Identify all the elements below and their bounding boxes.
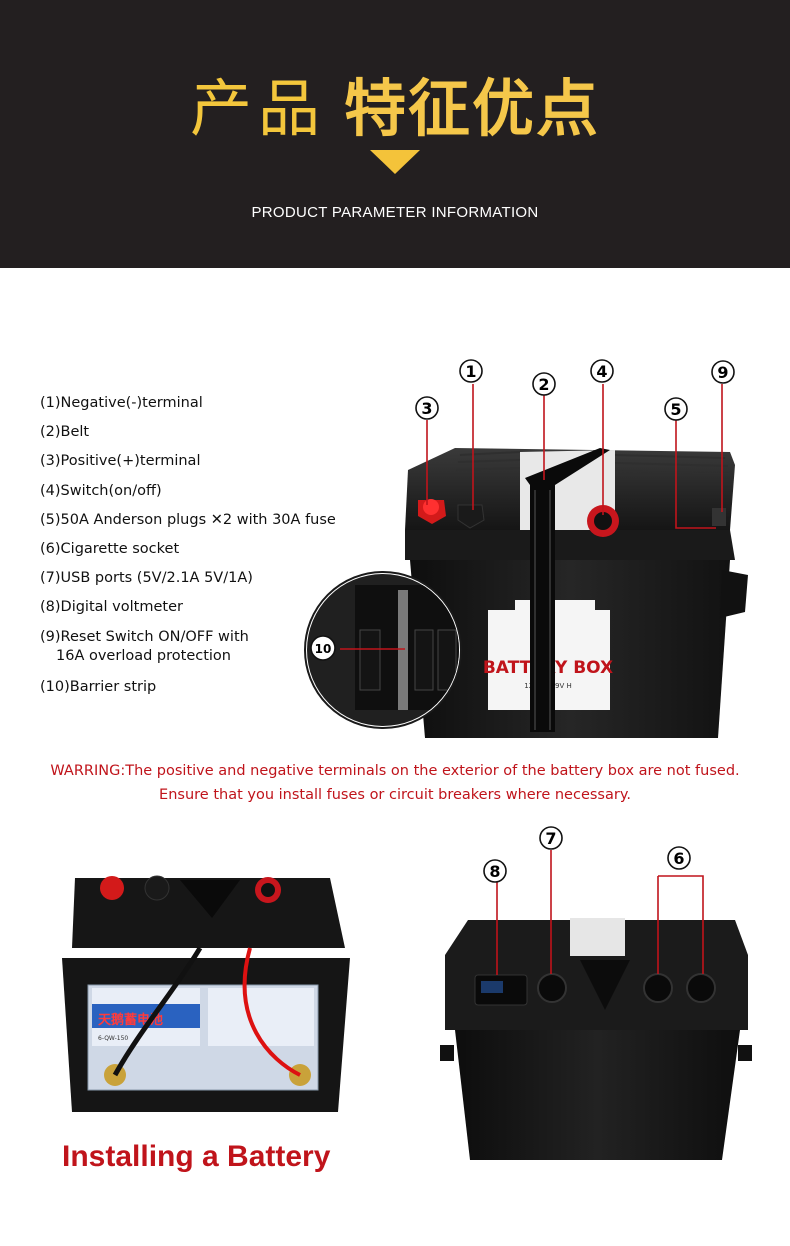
callout-2: 2 <box>538 375 549 394</box>
warning-line-1: WARRING:The positive and negative termin… <box>50 763 740 779</box>
spec-item-line: 16A overload protection <box>56 647 231 664</box>
spec-item: (8)Digital voltmeter <box>40 599 183 616</box>
page-subtitle: PRODUCT PARAMETER INFORMATION <box>251 204 539 221</box>
callout-7: 7 <box>545 829 556 848</box>
battery-box-rear-image: 8 7 6 <box>440 826 752 1160</box>
spec-item: (5)50A Anderson plugs ✕2 with 30A fuse <box>40 511 336 528</box>
spec-item: (10)Barrier strip <box>40 678 157 695</box>
spec-item: (6)Cigarette socket <box>40 540 180 557</box>
warning-text: WARRING:The positive and negative termin… <box>0 759 790 807</box>
warning-line-2: Ensure that you install fuses or circuit… <box>159 787 631 803</box>
spec-item: (3)Positive(+)terminal <box>40 453 201 470</box>
page-title: 产品特征优点 <box>0 58 790 148</box>
callout-10: 10 <box>315 642 332 656</box>
install-caption: Installing a Battery <box>62 1140 331 1173</box>
spec-list: (1)Negative(-)terminal (2)Belt (3)Positi… <box>40 394 370 707</box>
header-banner: 产品特征优点 PRODUCT PARAMETER INFORMATION <box>0 0 790 268</box>
spec-item-line: (9)Reset Switch ON/OFF with <box>40 628 249 645</box>
callout-8: 8 <box>489 862 500 881</box>
callout-1: 1 <box>465 362 476 381</box>
spec-item: (2)Belt <box>40 424 90 441</box>
spec-item: (1)Negative(-)terminal <box>40 395 203 411</box>
callout-5: 5 <box>670 400 681 419</box>
battery-model-text: 6-QW-150 <box>98 1035 128 1042</box>
spec-item: (9)Reset Switch ON/OFF with 16A overload… <box>40 628 370 678</box>
title-light: 产品 <box>189 72 326 145</box>
callout-6: 6 <box>673 849 684 868</box>
battery-box-image: BATTERY BOX 12V LI... 9V H 1 <box>304 359 748 738</box>
title-bold: 特征优点 <box>344 72 601 145</box>
installed-battery-image: 天鹅蓄电池 6-QW-150 <box>62 875 350 1112</box>
callout-4: 4 <box>596 362 607 381</box>
callout-9: 9 <box>717 363 728 382</box>
chevron-down-icon <box>370 150 420 174</box>
callout-3: 3 <box>421 399 432 418</box>
spec-item: (7)USB ports (5V/2.1A 5V/1A) <box>40 570 253 587</box>
spec-item: (4)Switch(on/off) <box>40 482 162 499</box>
